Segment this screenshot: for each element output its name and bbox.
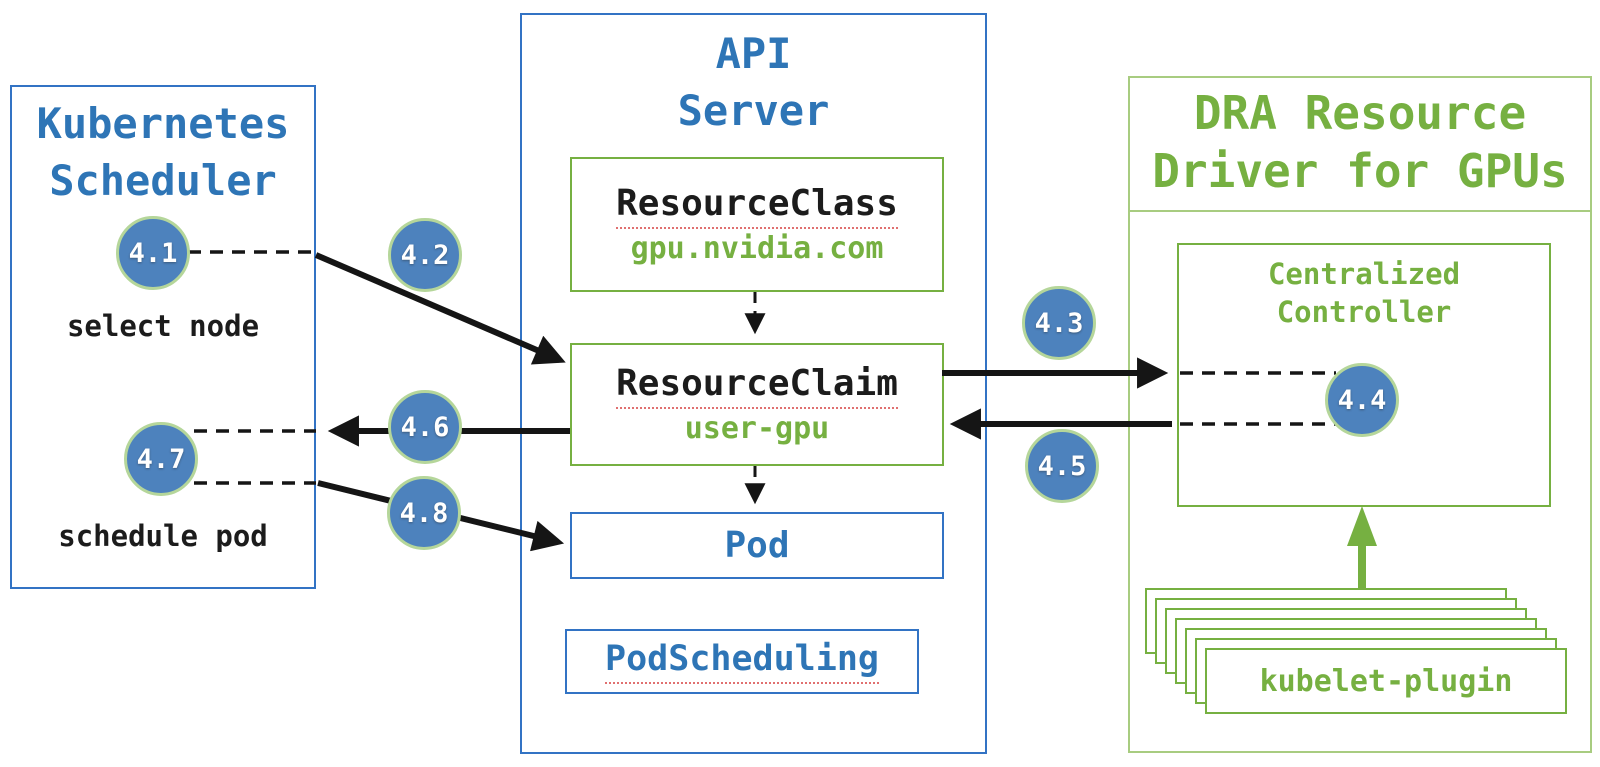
centralized-controller-line1: Centralized (1267, 257, 1461, 291)
api-server-title: API Server (522, 25, 985, 139)
kubelet-plugin-label: kubelet-plugin (1259, 663, 1513, 699)
scheduler-title-line1: Kubernetes (36, 99, 290, 148)
centralized-controller-title: Centralized Controller (1179, 245, 1549, 331)
scheduler-title: Kubernetes Scheduler (12, 95, 314, 209)
step-badge-4-7: 4.7 (124, 422, 198, 496)
resource-claim-name: ResourceClaim (616, 363, 898, 409)
step-badge-4-4: 4.4 (1325, 363, 1399, 437)
pod-box: Pod (570, 512, 944, 579)
pod-label: Pod (724, 525, 790, 566)
kubelet-plugin-box: kubelet-plugin (1205, 648, 1567, 714)
resource-class-name: ResourceClass (616, 183, 898, 229)
schedule-pod-label: schedule pod (58, 519, 268, 553)
step-badge-4-1: 4.1 (116, 216, 190, 290)
resource-claim-box: ResourceClaim user-gpu (570, 343, 944, 466)
centralized-controller-line2: Controller (1276, 295, 1452, 329)
api-server-box: API Server ResourceClass gpu.nvidia.com … (520, 13, 987, 754)
api-server-title-line2: Server (677, 86, 830, 135)
step-badge-4-6: 4.6 (388, 390, 462, 464)
resource-class-value: gpu.nvidia.com (630, 231, 884, 266)
step-badge-4-3: 4.3 (1022, 286, 1096, 360)
step-badge-4-5: 4.5 (1025, 429, 1099, 503)
pod-scheduling-box: PodScheduling (565, 629, 919, 694)
step-badge-4-2: 4.2 (388, 218, 462, 292)
resource-claim-value: user-gpu (684, 411, 830, 446)
dra-driver-title: DRA Resource Driver for GPUs (1130, 78, 1590, 212)
step-badge-4-8: 4.8 (387, 476, 461, 550)
scheduler-title-line2: Scheduler (49, 156, 277, 205)
dra-driver-title-line1: DRA Resource (1193, 86, 1527, 140)
api-server-title-line1: API (715, 29, 792, 78)
resource-class-box: ResourceClass gpu.nvidia.com (570, 157, 944, 292)
kubernetes-scheduler-box: Kubernetes Scheduler select node schedul… (10, 85, 316, 589)
pod-scheduling-label: PodScheduling (605, 639, 879, 684)
select-node-label: select node (66, 309, 260, 343)
dra-driver-title-line2: Driver for GPUs (1152, 144, 1568, 198)
